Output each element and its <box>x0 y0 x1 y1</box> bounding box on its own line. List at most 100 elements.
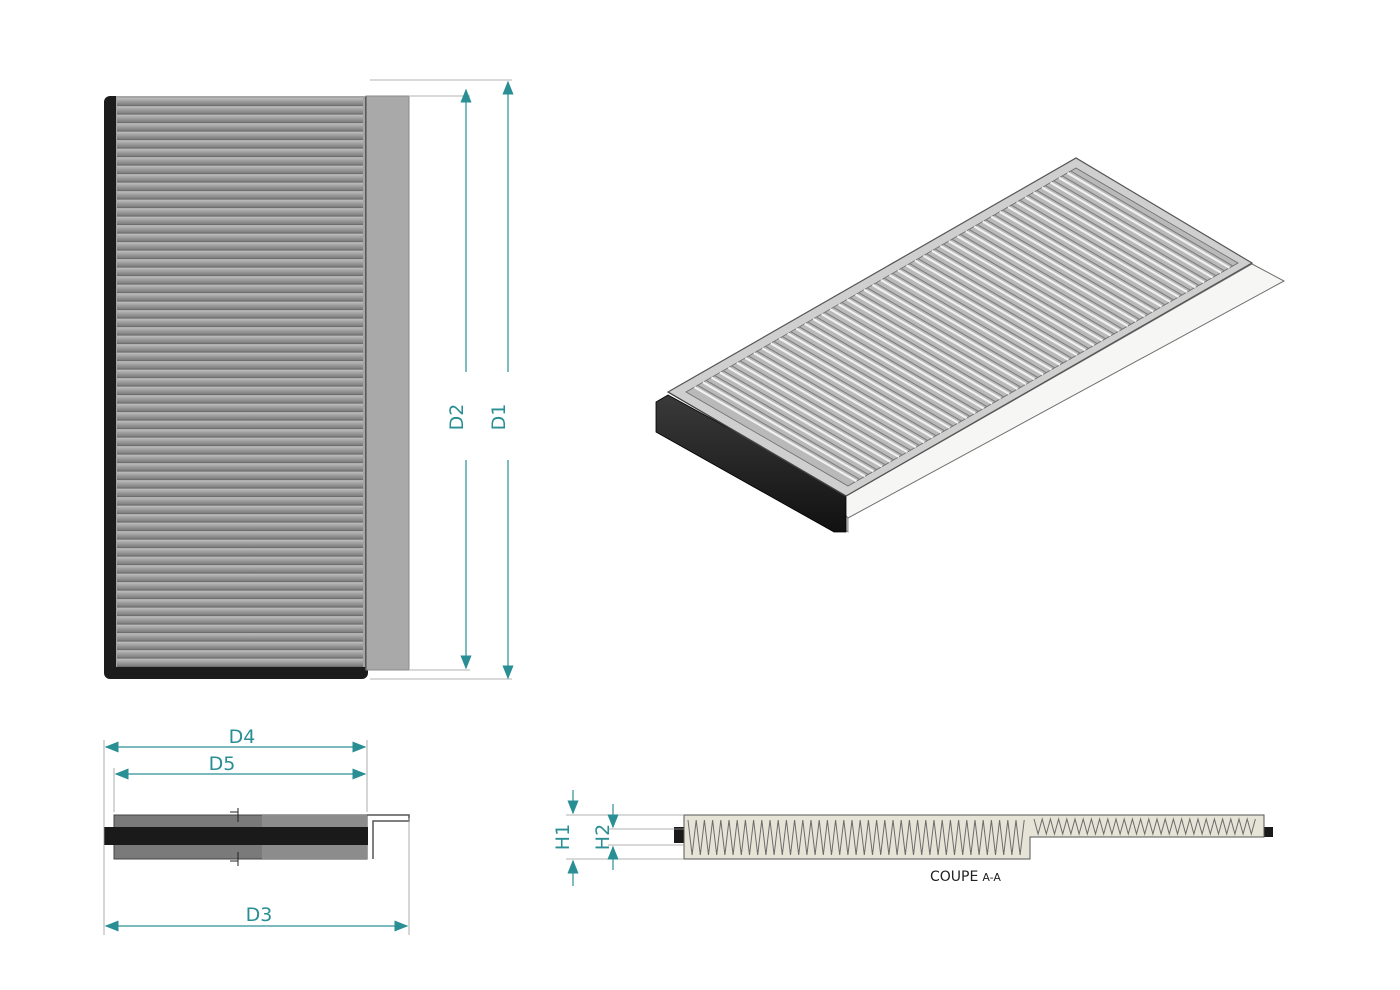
iso-pleat-shadow <box>748 355 911 451</box>
iso-pleat-highlight <box>956 235 1120 332</box>
front-view: D2 D1 <box>104 79 514 680</box>
pleat-strip <box>117 115 363 122</box>
iso-pleat-shadow <box>985 219 1148 315</box>
iso-pleat-shadow <box>883 277 1047 373</box>
iso-pleat-shadow <box>960 233 1123 330</box>
pleat-strip <box>117 540 363 547</box>
pleat-strip <box>117 455 363 462</box>
pleat-strip <box>117 412 363 420</box>
iso-pleat-shadow <box>790 331 953 427</box>
iso-pleat-highlight <box>753 352 917 449</box>
pleat-strip <box>117 574 363 581</box>
iso-pleat-shadow <box>773 340 937 436</box>
pleat-strip <box>117 489 363 496</box>
iso-pleat-shadow <box>849 297 1013 393</box>
section-title-main: COUPE <box>930 869 978 885</box>
pleat-strip <box>117 378 363 386</box>
pleat-strip <box>117 463 363 471</box>
iso-pleat-highlight <box>897 269 1061 366</box>
dim-d2-label: D2 <box>446 404 468 431</box>
pleat-strip <box>117 302 363 309</box>
iso-pleat-highlight <box>973 225 1137 323</box>
pleat-strip <box>117 140 363 148</box>
pleat-strip <box>117 633 363 641</box>
section-media-outline <box>683 814 1265 860</box>
iso-pleat-shadow <box>875 282 1038 378</box>
iso-pleat-highlight <box>905 264 1069 361</box>
pleat-strip <box>117 387 363 394</box>
iso-pleat-shadow <box>1044 185 1208 281</box>
iso-pleat-shadow <box>824 311 987 407</box>
section-pleats <box>687 817 1256 856</box>
iso-pleat-highlight <box>778 337 942 434</box>
iso-pleat-highlight <box>990 215 1154 313</box>
pleat-strip <box>117 225 363 233</box>
section-seal-right <box>1264 827 1273 837</box>
iso-pleat-highlight <box>821 313 985 410</box>
section-seal-left <box>674 827 684 843</box>
iso-pleat-highlight <box>880 279 1044 376</box>
iso-pleat-highlight <box>1058 176 1222 274</box>
side-view: D4 D5 D3 <box>103 726 410 935</box>
pleat-strip <box>117 183 363 190</box>
iso-pleat-highlight <box>838 303 1002 400</box>
section-pleat-zigzag-short <box>1033 817 1256 836</box>
dim-h2-label: H2 <box>592 824 614 850</box>
iso-pleat-highlight <box>1033 191 1197 289</box>
iso-pleat-highlight <box>787 332 951 429</box>
iso-pleat-shadow <box>1002 209 1165 306</box>
iso-pleat-shadow <box>731 365 894 461</box>
iso-pleat-shadow <box>1027 194 1191 291</box>
pleat-strip <box>117 472 363 479</box>
iso-pleat-shadow <box>866 287 1030 383</box>
iso-pleat-highlight <box>727 366 891 463</box>
iso-pleat-highlight <box>855 293 1019 390</box>
iso-pleat-shadow <box>1061 175 1225 272</box>
pleat-strip <box>117 285 363 292</box>
iso-pleat-shadow <box>900 267 1064 364</box>
pleat-strip <box>117 438 363 445</box>
pleat-strip <box>117 208 363 216</box>
iso-pleat-shadow <box>705 379 869 475</box>
pleat-strip <box>117 217 363 224</box>
iso-pleat-shadow <box>765 345 928 441</box>
pleat-strip <box>117 191 363 199</box>
iso-pleat-highlight <box>795 327 959 424</box>
iso-pleat-highlight <box>710 376 874 473</box>
iso-pleat-highlight <box>871 283 1036 381</box>
pleat-strip <box>117 242 363 250</box>
iso-pleat-shadow <box>722 370 886 466</box>
pleat-strip <box>117 268 363 275</box>
iso-pleat-shadow <box>1053 180 1216 276</box>
pleat-strip <box>117 344 363 352</box>
pleat-strip <box>117 514 363 522</box>
iso-seal <box>655 394 847 533</box>
iso-pleat-highlight <box>965 230 1129 327</box>
iso-pleat-highlight <box>1007 206 1171 303</box>
pleat-strip <box>117 395 363 403</box>
iso-pleat-shadow <box>697 384 860 480</box>
iso-pleat-highlight <box>702 381 866 478</box>
iso-pleat-shadow <box>926 253 1089 349</box>
pleat-strip <box>117 506 363 513</box>
iso-pleat-shadow <box>1019 199 1182 296</box>
pleat-strip <box>117 625 363 632</box>
pleat-strip <box>117 123 363 131</box>
pleat-strip <box>117 174 363 182</box>
pleat-strip <box>117 599 363 607</box>
iso-pleat-highlight <box>999 210 1163 308</box>
iso-pleat-highlight <box>744 356 908 454</box>
iso-pleat-shadow <box>714 374 877 470</box>
pleat-strip <box>117 276 363 284</box>
pleat-strip <box>117 497 363 505</box>
iso-pleat-shadow <box>739 360 903 456</box>
iso-pleat-shadow <box>815 316 979 412</box>
iso-pleat-highlight <box>693 386 858 483</box>
iso-pleat-highlight <box>1016 201 1180 298</box>
iso-pleat-highlight <box>1066 171 1231 269</box>
pleat-strip <box>117 251 363 258</box>
pleat-strip <box>117 480 363 488</box>
pleat-strip <box>117 200 363 207</box>
